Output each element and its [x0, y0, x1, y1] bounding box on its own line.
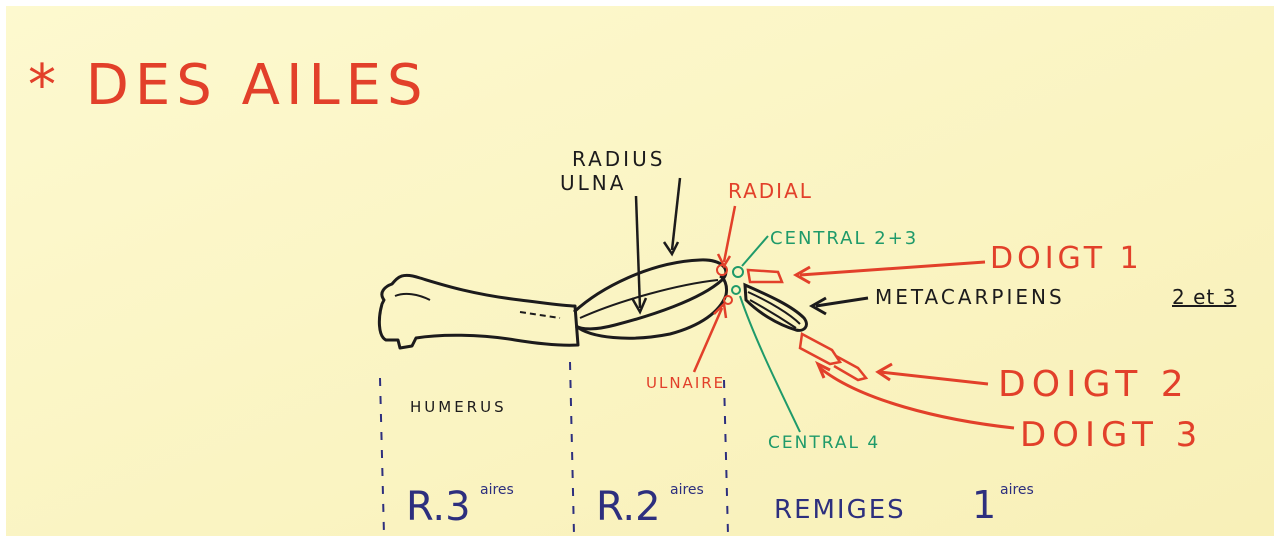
label-humerus: HUMERUS	[410, 398, 507, 416]
label-remiges-number: 1	[972, 483, 996, 527]
label-central-2-3: CENTRAL 2+3	[770, 228, 918, 249]
label-doigt-2: DOIGT 2	[998, 364, 1190, 405]
label-metacarpiens-numbers: 2 et 3	[1172, 285, 1236, 309]
label-central-4: CENTRAL 4	[768, 433, 880, 453]
label-remiges: REMIGES	[774, 495, 906, 525]
label-r3: R.3	[406, 484, 471, 530]
label-doigt-1: DOIGT 1	[990, 241, 1143, 276]
label-r3-sup: aires	[480, 482, 514, 498]
page-title: * DES AILES	[28, 53, 429, 118]
label-ulna: ULNA	[560, 171, 626, 195]
label-radial: RADIAL	[728, 179, 813, 203]
label-ulnaire: ULNAIRE	[646, 374, 725, 392]
label-remiges-sup: aires	[1000, 482, 1034, 498]
label-metacarpiens: METACARPIENS	[875, 285, 1065, 309]
label-r2: R.2	[596, 484, 661, 530]
label-doigt-3: DOIGT 3	[1020, 415, 1203, 455]
label-radius: RADIUS	[572, 147, 665, 171]
label-r2-sup: aires	[670, 482, 704, 498]
